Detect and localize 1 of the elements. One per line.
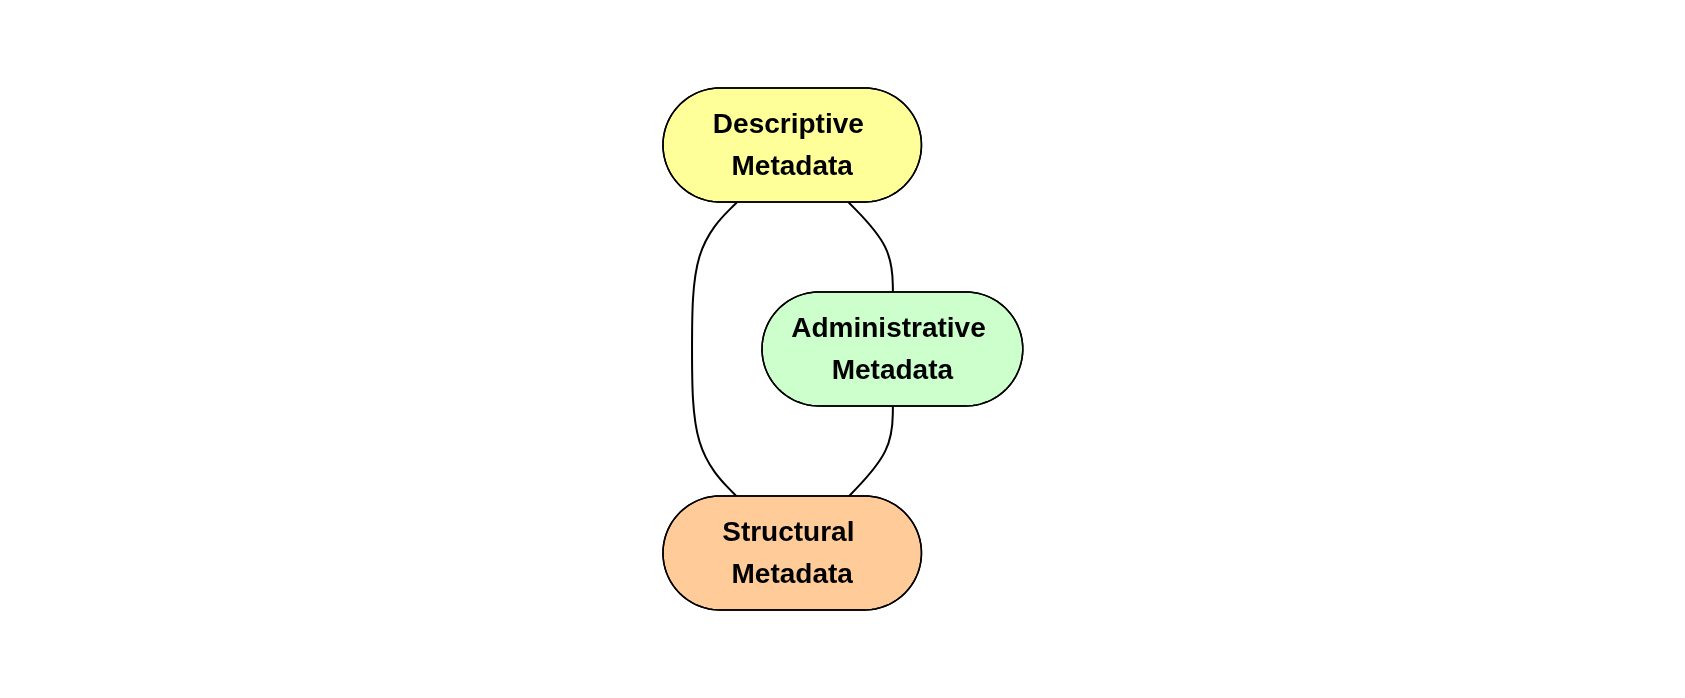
connector [847,201,894,294]
